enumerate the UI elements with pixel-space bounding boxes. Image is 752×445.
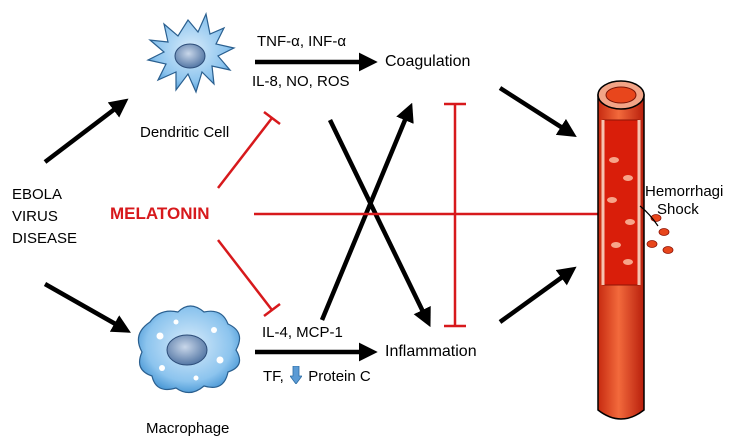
cytokines-top-line1: TNF-α, INF-α — [257, 33, 346, 50]
dendritic-cell-icon — [146, 12, 236, 94]
shock-line: Shock — [657, 201, 699, 218]
hemorrhagic-shock-label: Hemorrhagi Shock — [645, 183, 723, 219]
inhibition-macrophage — [217, 239, 281, 317]
macrophage-label: Macrophage — [146, 420, 230, 437]
arrow-inflammation-to-vessel — [498, 266, 577, 324]
inhibition-hemorrhagic-shock — [254, 204, 614, 224]
coagulation-label: Coagulation — [385, 53, 471, 70]
inhibition-dendritic — [217, 111, 281, 189]
virus-line: VIRUS — [12, 208, 58, 225]
cytokines-bottom-line1: IL-4, MCP-1 — [262, 324, 343, 341]
arrow-ebola-to-macrophage — [43, 282, 131, 333]
protein-c-label: Protein C — [308, 368, 371, 385]
arrow-dendritic-to-inflammation — [327, 119, 431, 328]
blood-vessel-icon — [597, 80, 674, 420]
dendritic-cell-label: Dendritic Cell — [140, 124, 230, 141]
down-arrow-icon — [290, 366, 303, 384]
arrow-coagulation-to-vessel — [498, 86, 577, 138]
macrophage-icon — [137, 305, 241, 394]
cytokines-top-line2: IL-8, NO, ROS — [252, 73, 350, 90]
cytokines-bottom-line2: TF, Protein C — [263, 366, 371, 386]
ebola-virus-disease-label: EBOLA VIRUS DISEASE — [12, 184, 77, 250]
arrow-ebola-to-dendritic — [43, 98, 129, 164]
ebola-line: EBOLA — [12, 186, 63, 203]
hemorrhagi-line: Hemorrhagi — [645, 183, 724, 200]
disease-line: DISEASE — [12, 230, 78, 247]
inflammation-label: Inflammation — [385, 343, 477, 360]
tf-label: TF, — [263, 368, 284, 385]
melatonin-label: MELATONIN — [110, 204, 210, 223]
inhibition-coagulation-inflammation — [444, 102, 466, 328]
